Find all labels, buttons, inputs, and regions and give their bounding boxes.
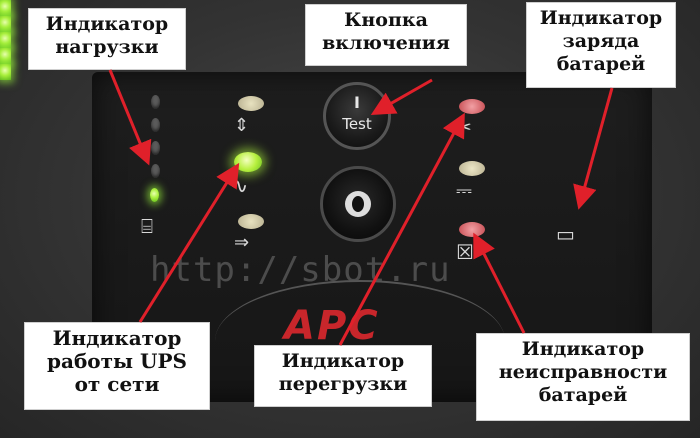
charge-led-5 bbox=[0, 64, 11, 80]
charge-led-2 bbox=[0, 16, 11, 32]
label-online-indicator: Индикатор работы UPS от сети bbox=[24, 322, 210, 410]
logo-curve bbox=[215, 280, 505, 402]
arrow-online bbox=[138, 162, 240, 323]
bypass-icon: ⇕ bbox=[234, 115, 250, 136]
power-button[interactable] bbox=[320, 166, 396, 242]
label-load-indicator: Индикатор нагрузки bbox=[28, 8, 186, 70]
arrow-charge bbox=[573, 87, 614, 210]
load-icon: ⌸ bbox=[141, 214, 153, 238]
arrow-overload bbox=[338, 112, 465, 346]
charge-led-4 bbox=[0, 48, 11, 64]
battery-charge-leds bbox=[0, 0, 700, 80]
load-led-5 bbox=[150, 188, 159, 202]
bypass-led bbox=[238, 96, 264, 111]
arrow-power bbox=[370, 78, 433, 115]
power-icon bbox=[345, 191, 371, 217]
battery-icon: ▭ bbox=[556, 222, 575, 246]
battery-mode-led bbox=[238, 214, 264, 229]
battery-status-icon: ⎓ bbox=[456, 178, 472, 202]
arrow-load bbox=[108, 69, 152, 166]
test-button-label: Test bbox=[342, 115, 372, 133]
label-power-button: Кнопка включения bbox=[305, 4, 467, 66]
label-battery-fault: Индикатор неисправности батарей bbox=[476, 333, 690, 421]
load-led-4 bbox=[151, 164, 160, 178]
replace-battery-led bbox=[459, 161, 485, 176]
battery-mode-icon: ⇒ bbox=[234, 232, 250, 253]
load-led-1 bbox=[151, 95, 160, 109]
charge-led-3 bbox=[0, 32, 11, 48]
arrow-battery-fault bbox=[473, 232, 526, 334]
label-battery-charge: Индикатор заряда батарей bbox=[526, 2, 676, 88]
online-led bbox=[234, 152, 262, 172]
label-overload: Индикатор перегрузки bbox=[254, 345, 432, 407]
charge-led-1 bbox=[0, 0, 11, 16]
test-button-symbol: I bbox=[354, 93, 360, 112]
load-led-3 bbox=[151, 141, 160, 155]
battery-fault-icon: ☒ bbox=[456, 240, 474, 264]
apc-logo: APC bbox=[284, 303, 380, 349]
load-led-2 bbox=[151, 118, 160, 132]
overload-led bbox=[459, 99, 485, 114]
test-button[interactable]: I Test bbox=[323, 82, 391, 150]
